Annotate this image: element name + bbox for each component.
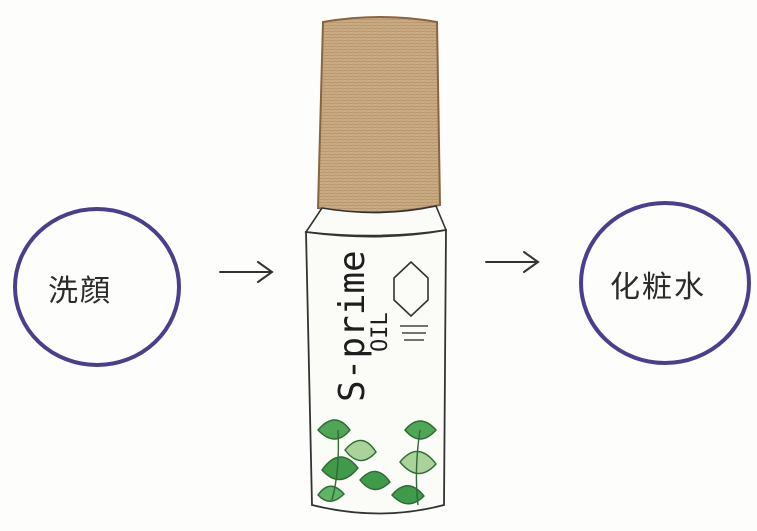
oil-bottle-icon [306, 17, 446, 514]
bottle-sub-label: OIL [368, 312, 393, 352]
step-3-label: 化粧水 [610, 262, 706, 306]
arrow-right-icon [486, 252, 538, 272]
arrow-right-icon [220, 262, 272, 282]
step-1-label: 洗顔 [48, 266, 112, 310]
bottle-brand-label: S-prime [332, 250, 373, 402]
